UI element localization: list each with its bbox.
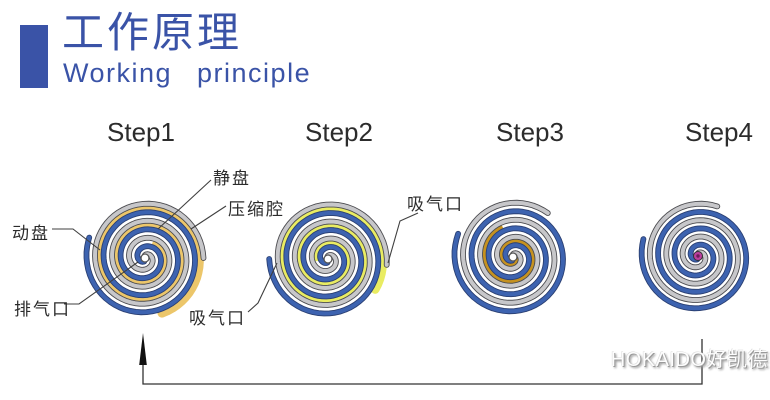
fixed-scroll [461,200,557,305]
gas-pocket [94,203,204,318]
discharge-port-center [696,254,700,258]
label-suction-port-right: 吸气口 [407,195,464,214]
discharge-port [323,254,333,264]
cycle-return-line [142,339,703,385]
leader-moving-disc [52,228,101,251]
leader-exhaust-port [64,261,139,305]
label-exhaust-port: 排气口 [14,300,71,319]
leader-compression-chamber [190,205,227,230]
leader-suction-port-bottom [247,262,278,313]
step1-label: Step1 [107,117,175,147]
moving-scroll [267,211,381,316]
header-accent-block [20,25,48,88]
scroll-diagram-step3 [451,199,566,315]
leader-static-disc [157,179,212,230]
fixed-scroll [647,201,740,302]
label-moving-disc: 动盘 [12,224,50,243]
leader-lines [52,179,419,313]
label-suction-port-bottom: 吸气口 [189,309,246,328]
brand-watermark: HOKAIDO好凯德 [610,349,768,371]
label-compression-chamber: 压缩腔 [228,200,285,219]
scroll-diagram-step2 [266,201,390,317]
label-static-disc: 静盘 [213,169,251,188]
gas-pocket [479,224,538,286]
scroll-diagram-step4 [638,200,750,312]
scroll-diagram-step1 [83,200,207,318]
discharge-port [508,252,518,262]
moving-scroll [639,210,749,311]
page-title-en: Working principle [63,58,312,88]
step2-label: Step2 [305,117,373,147]
cycle-return-arrow [139,333,703,385]
step3-label: Step3 [496,117,564,147]
step4-label: Step4 [685,117,753,147]
moving-scroll [452,209,565,314]
cycle-arrowhead-icon [139,333,147,365]
discharge-port [140,253,150,263]
gas-pocket [277,204,387,306]
page-title-zh: 工作原理 [62,9,243,56]
moving-scroll [84,210,197,315]
fixed-scroll [93,201,206,306]
leader-suction-port-right [387,212,419,264]
fixed-scroll [275,202,389,307]
